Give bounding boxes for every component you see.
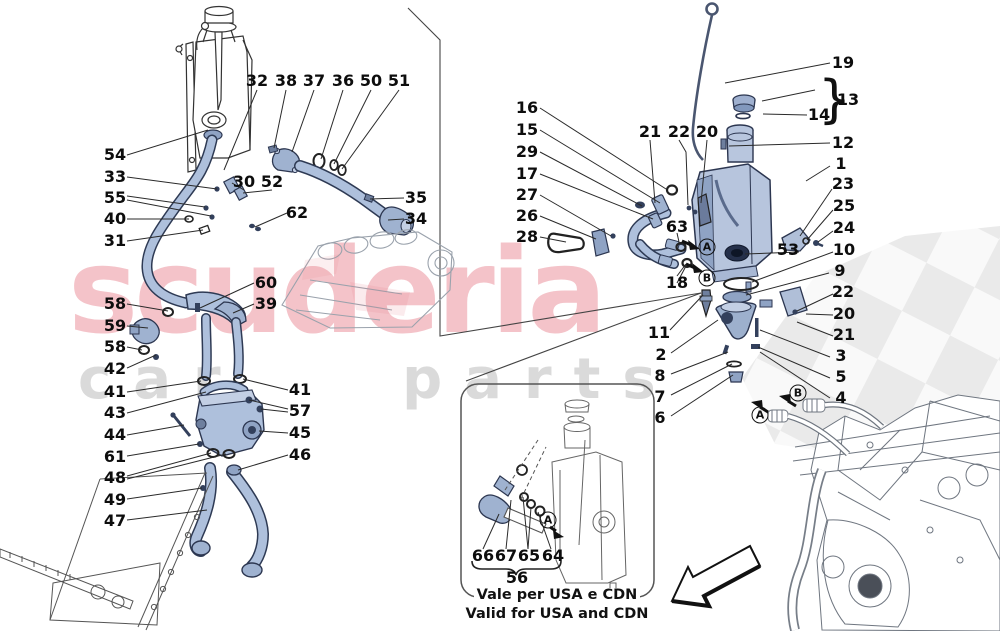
inset-caption-line2: Valid for USA and CDN [462, 606, 652, 623]
callout-29: 29 [515, 142, 539, 161]
callout-49: 49 [103, 490, 127, 509]
callout-13: 13 [836, 90, 860, 109]
engine-art [767, 394, 1000, 631]
callout-40: 40 [103, 209, 127, 228]
callout-35: 35 [404, 188, 428, 207]
callout-58: 58 [103, 294, 127, 313]
callout-63: 63 [665, 217, 689, 236]
callout-64: 64 [541, 546, 565, 565]
callout-5: 5 [835, 367, 847, 386]
callout-22: 22 [667, 122, 691, 141]
callout-30: 30 [232, 172, 256, 191]
callout-62: 62 [285, 203, 309, 222]
callout-34: 34 [404, 209, 428, 228]
callout-3: 3 [835, 346, 847, 365]
callout-38: 38 [274, 71, 298, 90]
callout-11: 11 [647, 323, 671, 342]
callout-56: 56 [505, 568, 529, 587]
callout-21: 21 [638, 122, 662, 141]
marker-a: A [698, 238, 716, 256]
callout-57: 57 [288, 401, 312, 420]
callout-67: 67 [494, 546, 518, 565]
callout-10: 10 [832, 240, 856, 259]
marker-b: B [789, 384, 807, 402]
callout-21: 21 [832, 325, 856, 344]
callout-41: 41 [103, 382, 127, 401]
marker-a: A [751, 406, 769, 424]
leader-lines [126, 62, 834, 550]
callout-58: 58 [103, 337, 127, 356]
callout-55: 55 [103, 188, 127, 207]
expansion-tank-assembly [0, 5, 414, 631]
callout-23: 23 [831, 174, 855, 193]
callout-7: 7 [654, 387, 666, 406]
callout-42: 42 [103, 359, 127, 378]
callout-25: 25 [832, 196, 856, 215]
callout-27: 27 [515, 185, 539, 204]
callout-28: 28 [515, 227, 539, 246]
inset-caption-line1: Vale per USA e CDN [473, 587, 641, 604]
callout-65: 65 [517, 546, 541, 565]
marker-b: B [698, 269, 716, 287]
callout-20: 20 [832, 304, 856, 323]
callout-54: 54 [103, 145, 127, 164]
callout-43: 43 [103, 403, 127, 422]
callout-24: 24 [832, 218, 856, 237]
watermark-subword: car parts [78, 347, 678, 412]
callout-16: 16 [515, 98, 539, 117]
intake-manifold-art [281, 229, 455, 329]
brace-13: } [818, 70, 851, 130]
callout-60: 60 [254, 273, 278, 292]
callout-14: 14 [807, 105, 831, 124]
callout-48: 48 [103, 468, 127, 487]
callout-6: 6 [654, 408, 666, 427]
callout-4: 4 [835, 388, 847, 407]
callout-17: 17 [515, 164, 539, 183]
callout-47: 47 [103, 511, 127, 530]
callout-31: 31 [103, 231, 127, 250]
callout-66: 66 [471, 546, 495, 565]
callout-59: 59 [103, 316, 127, 335]
oil-tank-assembly [547, 2, 824, 383]
callout-53: 53 [776, 240, 800, 259]
callout-9: 9 [834, 261, 846, 280]
panel-divider-lines [407, 7, 702, 382]
callout-46: 46 [288, 445, 312, 464]
callout-8: 8 [654, 366, 666, 385]
callout-26: 26 [515, 206, 539, 225]
callout-15: 15 [515, 120, 539, 139]
callout-37: 37 [302, 71, 326, 90]
marker-a: A [539, 511, 557, 529]
callout-61: 61 [103, 447, 127, 466]
inset-caption: Vale per USA e CDN Valid for USA and CDN [452, 584, 662, 623]
callout-39: 39 [254, 294, 278, 313]
callout-51: 51 [387, 71, 411, 90]
callout-50: 50 [359, 71, 383, 90]
callout-18: 18 [665, 273, 689, 292]
callout-22: 22 [831, 282, 855, 301]
usa-cdn-inset [460, 383, 655, 598]
callout-33: 33 [103, 167, 127, 186]
callout-12: 12 [831, 133, 855, 152]
callout-41: 41 [288, 380, 312, 399]
callout-20: 20 [695, 122, 719, 141]
callout-45: 45 [288, 423, 312, 442]
direction-arrow [670, 544, 762, 609]
callout-1: 1 [835, 154, 847, 173]
callout-32: 32 [245, 71, 269, 90]
callout-2: 2 [655, 345, 667, 364]
callout-44: 44 [103, 425, 127, 444]
callout-19: 19 [831, 53, 855, 72]
callout-52: 52 [260, 172, 284, 191]
callout-36: 36 [331, 71, 355, 90]
